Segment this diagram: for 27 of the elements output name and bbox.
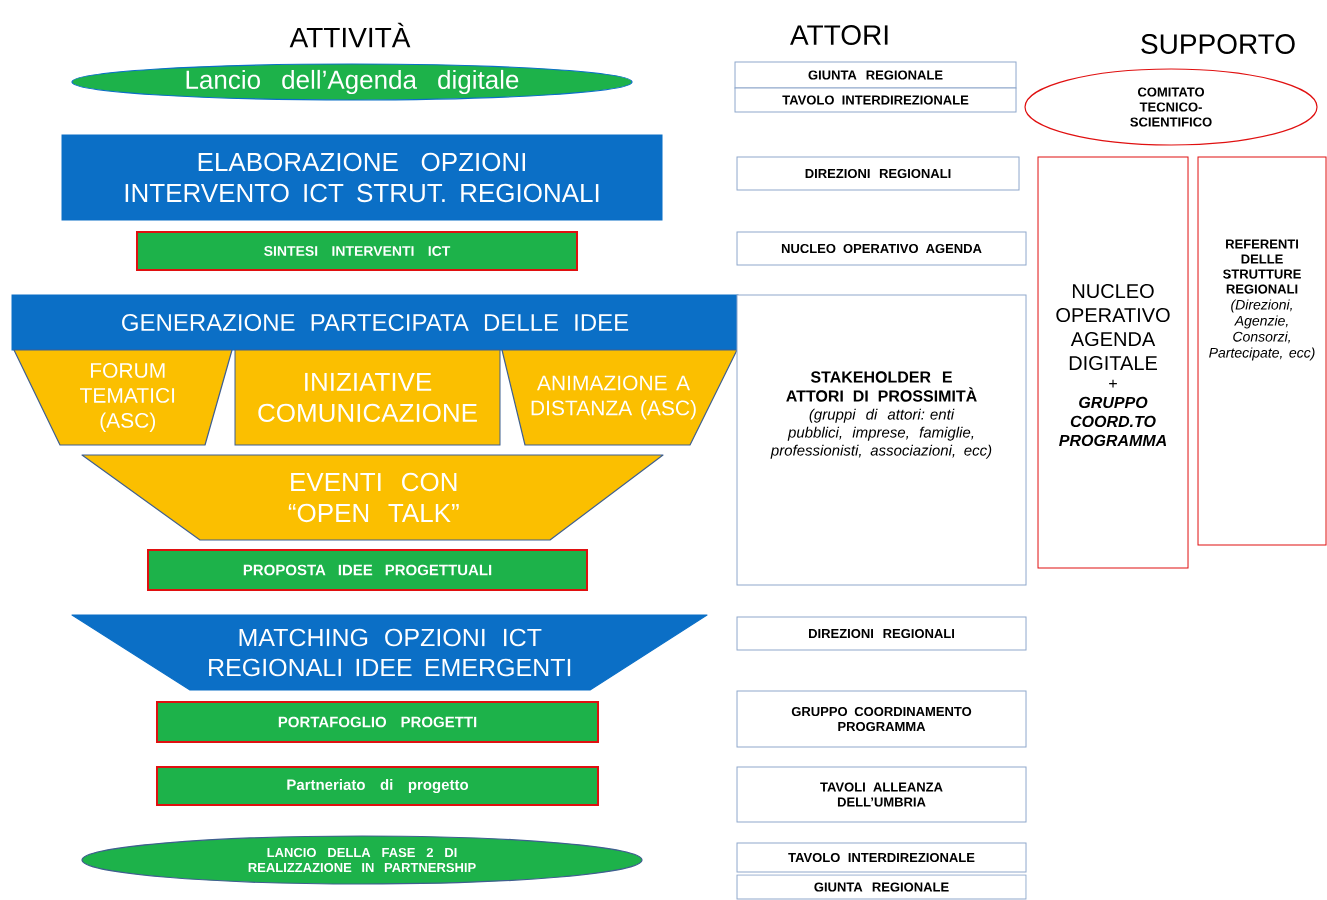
actor-box: NUCLEO OPERATIVO AGENDA <box>736 231 1027 266</box>
trapezoid-box: ANIMAZIONE A DISTANZA (ASC) <box>501 349 738 446</box>
output-box: PORTAFOGLIO PROGETTI <box>156 701 599 743</box>
ellipse-box: LANCIO DELLA FASE 2 DI REALIZZAZIONE IN PARTNERSHIP <box>81 835 643 885</box>
actor-box: GIUNTA REGIONALE <box>736 874 1027 900</box>
actor-box: GIUNTA REGIONALE <box>734 61 1017 89</box>
column-heading: ATTORI <box>790 25 888 45</box>
output-box: SINTESI INTERVENTI ICT <box>136 231 578 271</box>
trapezoid-box: FORUM TEMATICI (ASC) <box>13 349 233 446</box>
actor-box: TAVOLO INTERDIREZIONALE <box>734 87 1017 113</box>
actor-box: DIREZIONI REGIONALI <box>736 616 1027 651</box>
actor-box: STAKEHOLDER E ATTORI DI PROSSIMITÀ (gruppi di attori: enti pubblici, imprese, famiglie, professionisti, associazioni, ecc) <box>736 294 1027 586</box>
output-box: Partneriato di progetto <box>156 766 599 806</box>
activity-box: ELABORAZIONE OPZIONI INTERVENTO ICT STRUT. REGIONALI <box>61 134 663 221</box>
trapezoid-box: EVENTI CON “OPEN TALK” <box>81 454 664 541</box>
actor-box: GRUPPO COORDINAMENTO PROGRAMMA <box>736 690 1027 748</box>
trapezoid-box: MATCHING OPZIONI ICT REGIONALI IDEE EMERGENTI <box>71 614 708 691</box>
ellipse-box: COMITATO TECNICO-SCIENTIFICO <box>1024 68 1318 146</box>
ellipse-box: Lancio dell’Agenda digitale <box>71 63 633 101</box>
output-box: PROPOSTA IDEE PROGETTUALI <box>147 549 588 591</box>
support-box: NUCLEO OPERATIVO AGENDA DIGITALE + GRUPPO COORD.TO PROGRAMMA <box>1037 156 1189 569</box>
actor-box: TAVOLO INTERDIREZIONALE <box>736 842 1027 873</box>
actor-box: DIREZIONI REGIONALI <box>736 156 1020 191</box>
activity-box: GENERAZIONE PARTECIPATA DELLE IDEE <box>11 294 739 351</box>
support-box: REFERENTI DELLE STRUTTURE REGIONALI (Direzioni, Agenzie, Consorzi, Partecipate, ecc) <box>1197 156 1327 546</box>
actor-box: TAVOLI ALLEANZA DELL’UMBRIA <box>736 766 1027 823</box>
activity-box: INIZIATIVE COMUNICAZIONE <box>234 349 501 446</box>
